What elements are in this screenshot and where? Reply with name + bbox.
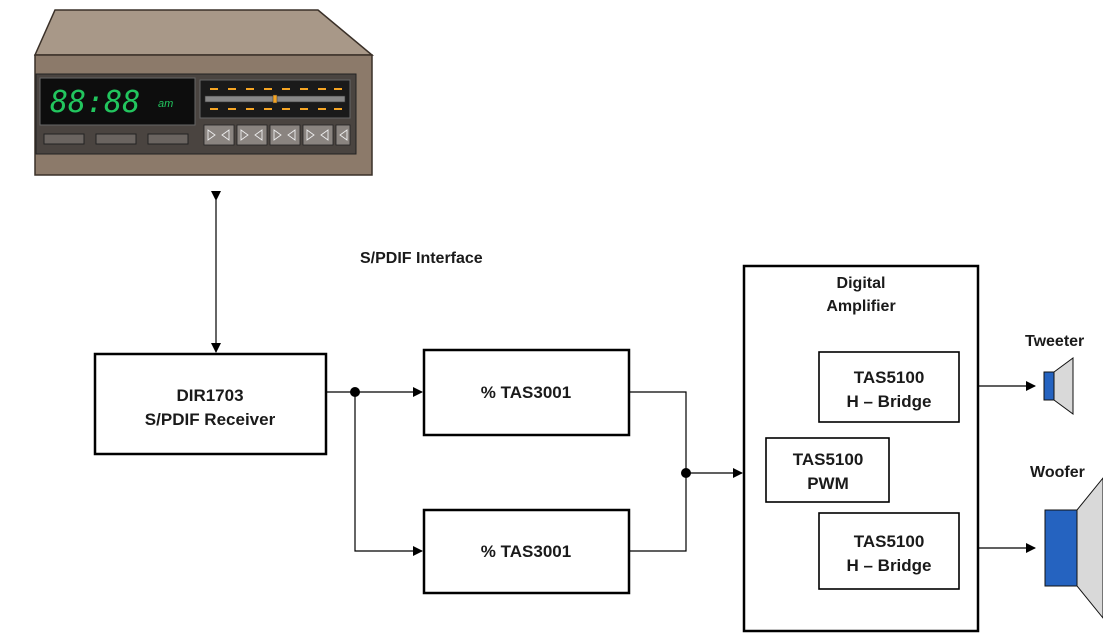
- pwm-function-label: PWM: [807, 474, 849, 493]
- receiver-function-label: S/PDIF Receiver: [145, 410, 276, 429]
- h-bridge-function-label: H – Bridge: [846, 392, 931, 411]
- amplifier-title-line-1: Digital: [837, 275, 886, 292]
- h-bridge-block-2: TAS5100 H – Bridge: [818, 512, 960, 590]
- processor-block-1: % TAS3001: [422, 348, 631, 437]
- spdif-interface-label: S/PDIF Interface: [360, 250, 483, 267]
- h-bridge-function-label: H – Bridge: [846, 556, 931, 575]
- device-button: [147, 133, 189, 145]
- meter-leds: [210, 88, 342, 110]
- h-bridge-block-1: TAS5100 H – Bridge: [818, 351, 960, 423]
- clock-digits: 88:88: [50, 85, 140, 120]
- woofer-label: Woofer: [1030, 464, 1085, 481]
- connectors: [211, 191, 1036, 556]
- pwm-block: TAS5100 PWM: [765, 437, 890, 503]
- processor-label: % TAS3001: [481, 542, 571, 561]
- amplifier-title-line-2: Amplifier: [826, 298, 895, 315]
- pwm-part-label: TAS5100: [793, 450, 864, 469]
- digital-amplifier-block: Digital Amplifier TAS5100 H – Bridge TAS…: [742, 264, 980, 633]
- receiver-part-label: DIR1703: [176, 386, 243, 405]
- h-bridge-part-label: TAS5100: [854, 532, 925, 551]
- clock-display: [39, 77, 196, 126]
- processor-block-2: % TAS3001: [422, 508, 631, 595]
- tweeter-label: Tweeter: [1025, 333, 1084, 350]
- tweeter-icon: [1043, 357, 1074, 415]
- h-bridge-part-label: TAS5100: [854, 368, 925, 387]
- arrow-to-processor-2: [354, 392, 423, 556]
- processor-label: % TAS3001: [481, 383, 571, 402]
- audio-device: 88:88 am: [33, 9, 375, 176]
- woofer-icon: [1044, 477, 1103, 619]
- clock-suffix: am: [158, 98, 173, 110]
- device-button: [43, 133, 85, 145]
- device-button: [95, 133, 137, 145]
- receiver-block: DIR1703 S/PDIF Receiver: [93, 352, 328, 456]
